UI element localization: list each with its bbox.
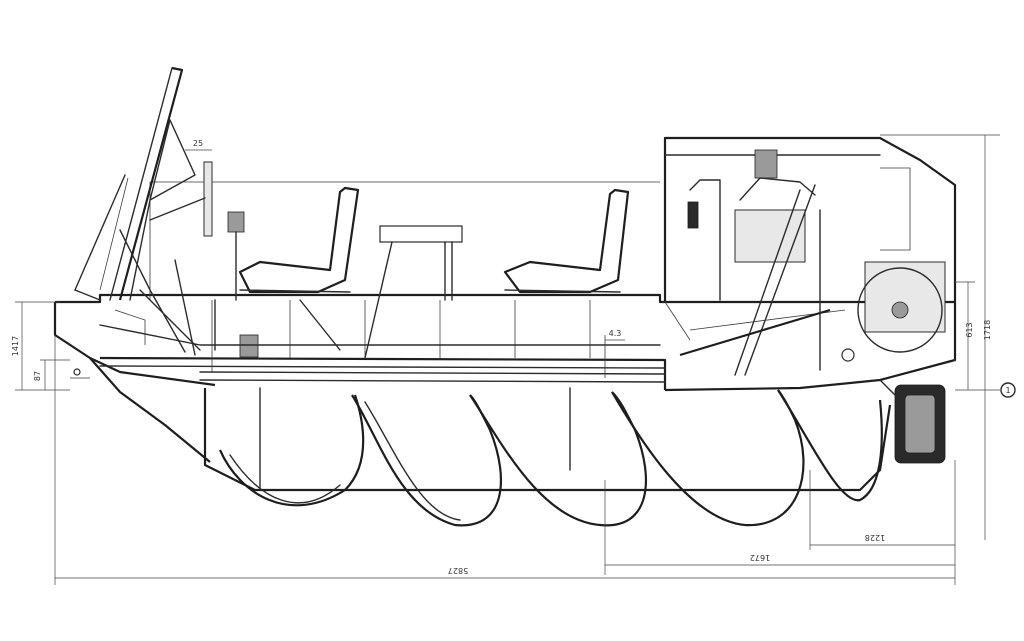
screw-span-label: 1672 (750, 553, 770, 562)
rear-drive-unit (879, 379, 946, 464)
rear-offset-label: 1228 (865, 533, 885, 542)
front-height-label: 1417 (11, 336, 20, 356)
reference-marker: 1 (1000, 382, 1016, 398)
screw-rotor (218, 389, 883, 527)
middle-seat (364, 225, 463, 359)
front-ground-label: 87 (33, 371, 42, 381)
rear-height-lower-label: 613 (965, 322, 974, 337)
hull (53, 136, 957, 492)
steering-column (129, 119, 245, 301)
rear-seat (503, 188, 630, 294)
engine (664, 149, 946, 376)
small-mark-top-label: 25 (193, 139, 203, 148)
front-seat (238, 186, 360, 294)
windshield (74, 66, 184, 301)
control-linkages (70, 229, 661, 379)
dimension-labels: 5827 1672 1228 1718 613 1417 87 25 4.3 (11, 139, 992, 575)
dimension-lines (15, 134, 1000, 585)
rear-height-upper-label: 1718 (983, 320, 992, 340)
small-mark-mid-label: 4.3 (609, 329, 622, 338)
reference-mark-label: 1 (1005, 386, 1010, 395)
overall-length-label: 5827 (448, 566, 468, 575)
